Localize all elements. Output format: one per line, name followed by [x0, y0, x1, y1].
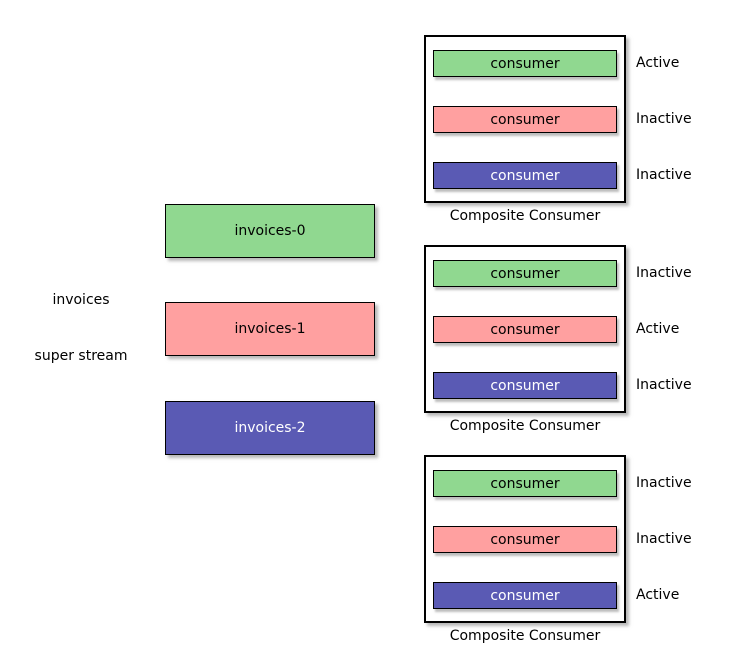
- consumer-label: consumer: [490, 531, 560, 548]
- consumer-box: consumer: [433, 316, 617, 343]
- consumer-box: consumer: [433, 50, 617, 77]
- consumer-label: consumer: [490, 167, 560, 184]
- consumer-label: consumer: [490, 377, 560, 394]
- consumer-box: consumer: [433, 260, 617, 287]
- consumer-label: consumer: [490, 111, 560, 128]
- consumer-status: Inactive: [636, 475, 692, 491]
- consumer-label: consumer: [490, 265, 560, 282]
- partition-box-invoices-2: invoices-2: [165, 401, 375, 455]
- consumer-box: consumer: [433, 106, 617, 133]
- consumer-box: consumer: [433, 582, 617, 609]
- partition-label: invoices-2: [234, 420, 306, 436]
- composite-consumer-title: Composite Consumer: [449, 418, 601, 434]
- consumer-box: consumer: [433, 470, 617, 497]
- consumer-label: consumer: [490, 475, 560, 492]
- stream-name-label: invoices: [52, 292, 110, 308]
- partition-box-invoices-0: invoices-0: [165, 204, 375, 258]
- consumer-label: consumer: [490, 55, 560, 72]
- partition-box-invoices-1: invoices-1: [165, 302, 375, 356]
- consumer-label: consumer: [490, 587, 560, 604]
- composite-consumer-group-3: consumer consumer consumer Inactive Inac…: [424, 455, 730, 667]
- consumer-box: consumer: [433, 162, 617, 189]
- composite-consumer-group-1: consumer consumer consumer Active Inacti…: [424, 35, 730, 247]
- partition-label: invoices-1: [234, 321, 306, 337]
- partition-label: invoices-0: [234, 223, 306, 239]
- consumer-status: Active: [636, 321, 680, 337]
- consumer-status: Inactive: [636, 167, 692, 183]
- consumer-box: consumer: [433, 372, 617, 399]
- consumer-box: consumer: [433, 526, 617, 553]
- consumer-status: Inactive: [636, 377, 692, 393]
- consumer-label: consumer: [490, 321, 560, 338]
- consumer-status: Inactive: [636, 531, 692, 547]
- consumer-status: Active: [636, 55, 680, 71]
- composite-consumer-title: Composite Consumer: [449, 208, 601, 224]
- stream-type-label: super stream: [34, 348, 128, 364]
- composite-consumer-title: Composite Consumer: [449, 628, 601, 644]
- consumer-status: Inactive: [636, 111, 692, 127]
- composite-consumer-group-2: consumer consumer consumer Inactive Acti…: [424, 245, 730, 457]
- consumer-status: Active: [636, 587, 680, 603]
- consumer-status: Inactive: [636, 265, 692, 281]
